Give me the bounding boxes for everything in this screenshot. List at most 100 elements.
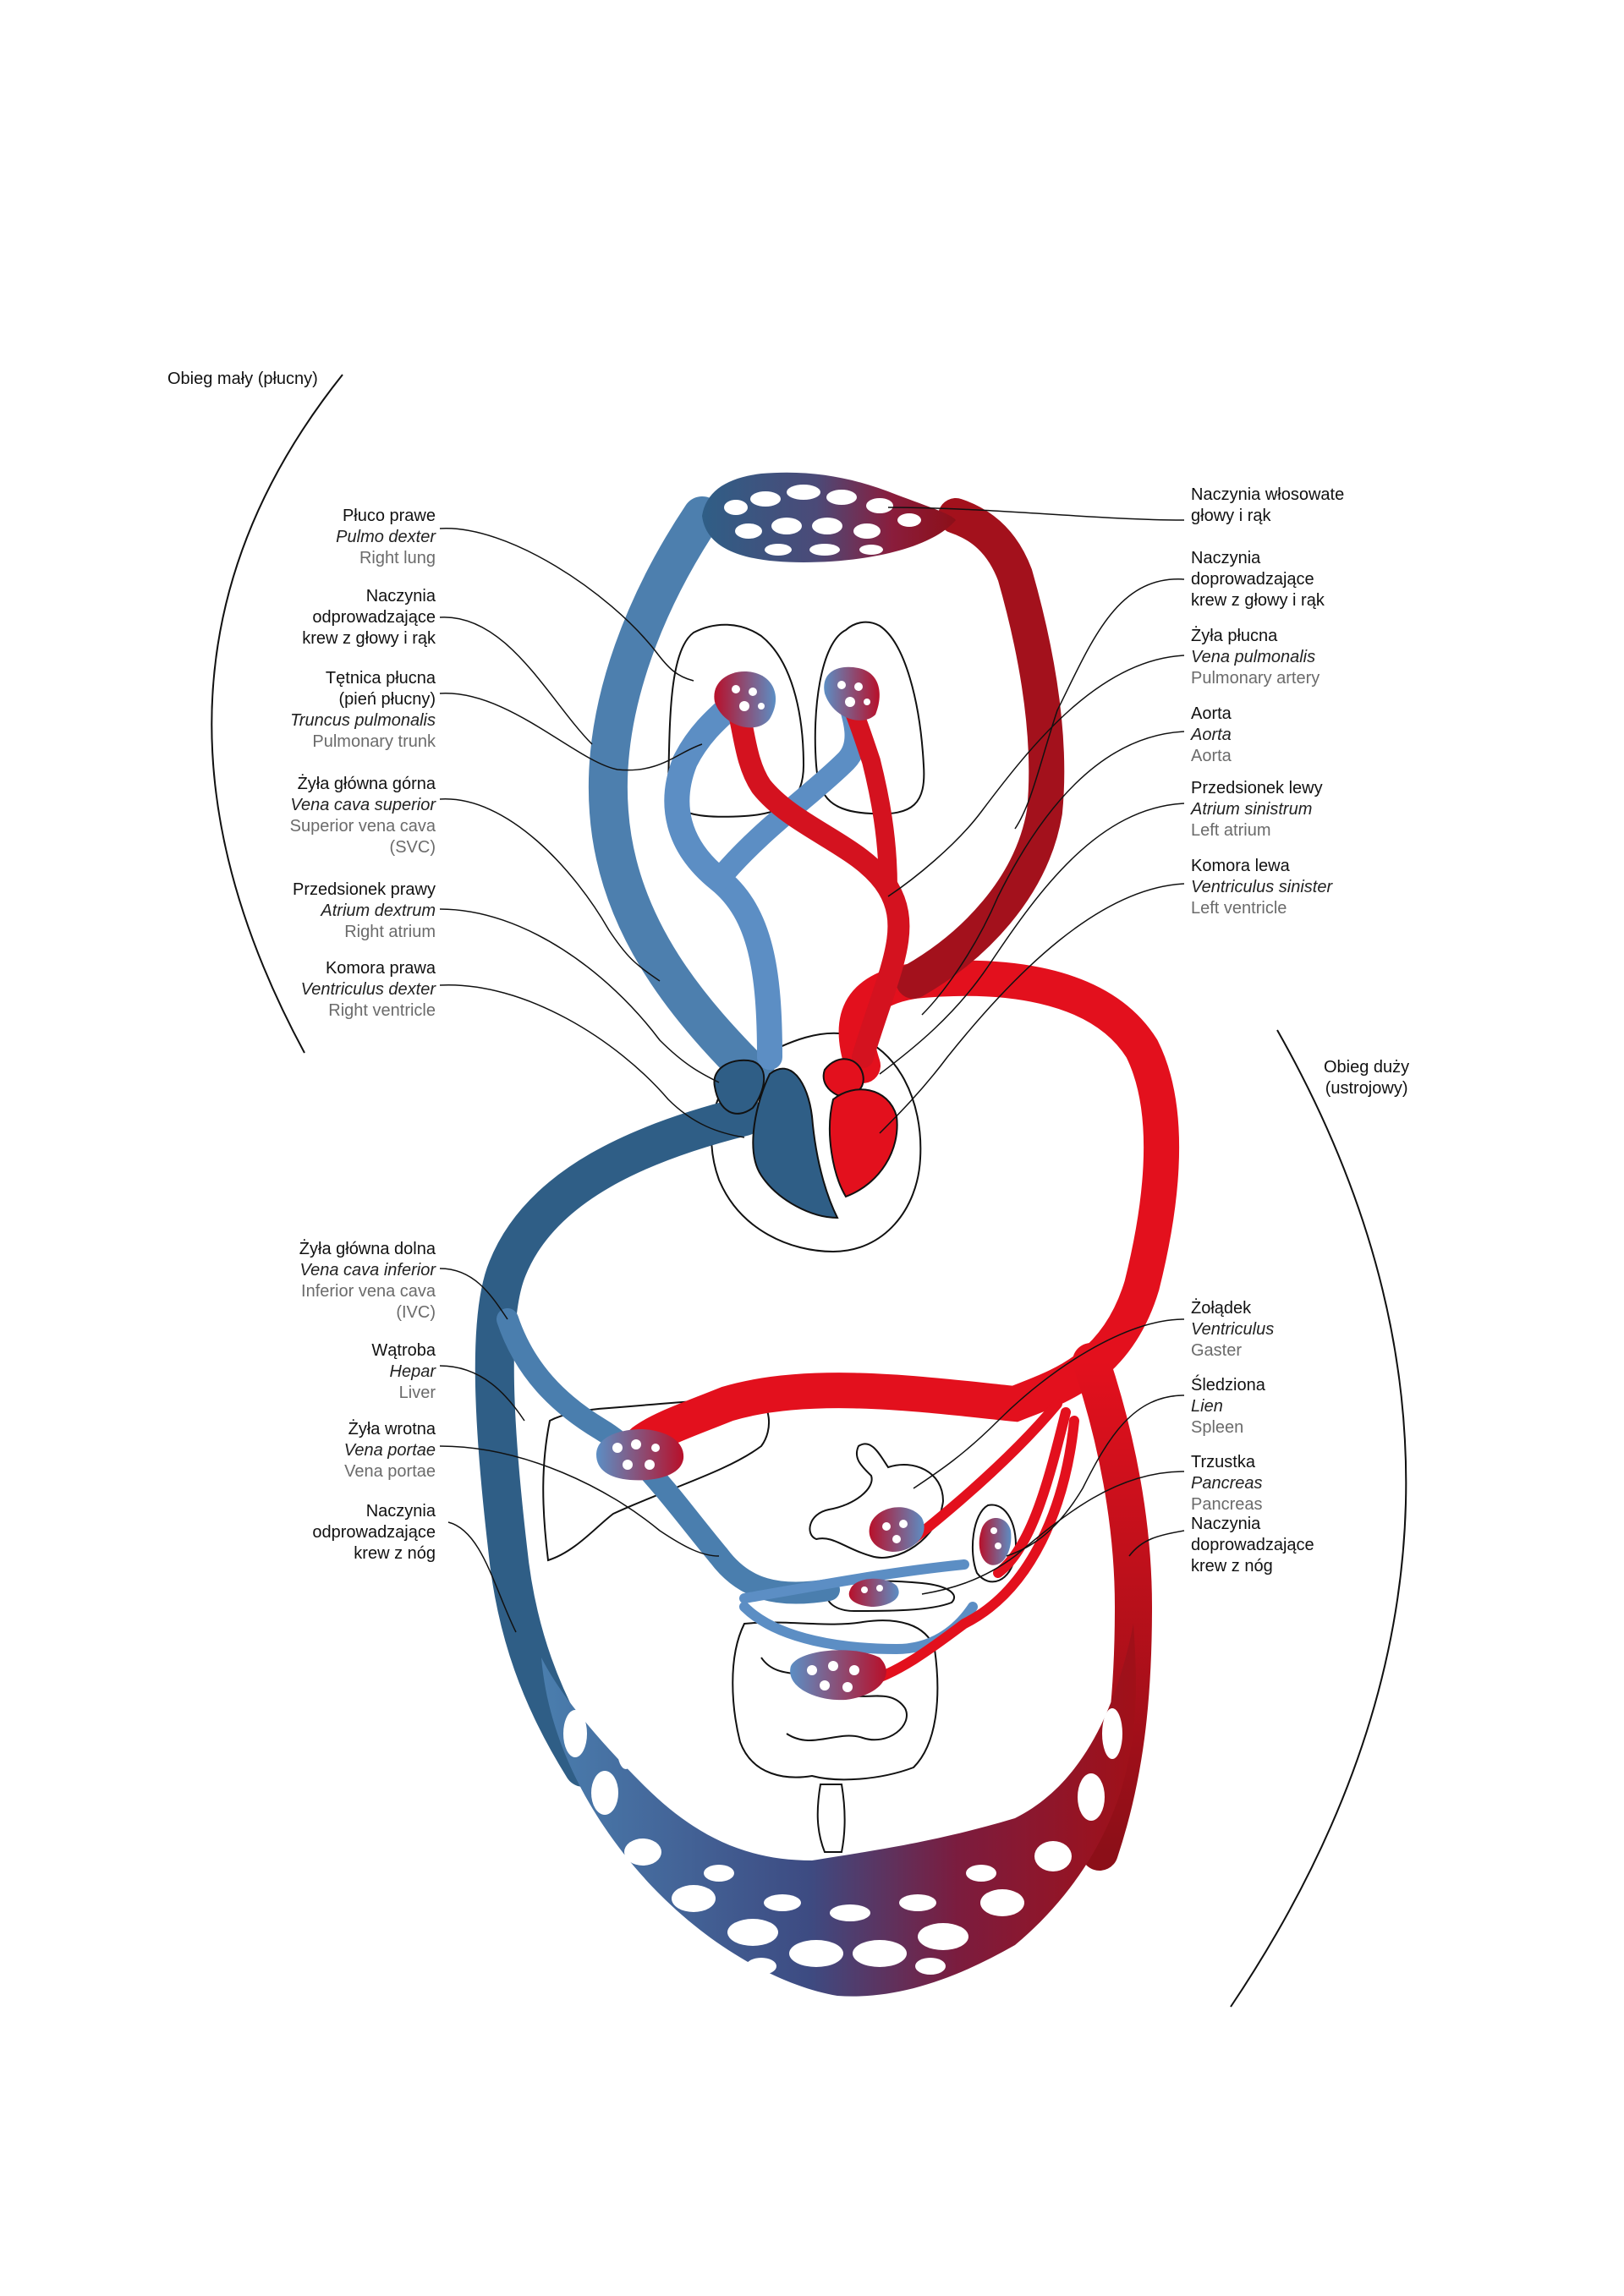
label-leg-arteries-polish: Naczynia bbox=[1191, 1515, 1261, 1533]
left-ventricle-chamber bbox=[829, 1088, 898, 1198]
stomach-capillaries bbox=[869, 1507, 924, 1552]
label-left-atrium-english: Left atrium bbox=[1191, 821, 1271, 840]
label-pulmonary-vein-latin: Vena pulmonalis bbox=[1191, 648, 1316, 666]
label-right-atrium-english: Right atrium bbox=[344, 923, 436, 941]
label-head-veins-polish: Naczynia bbox=[365, 587, 436, 606]
label-ivc-english: Inferior vena cava bbox=[301, 1282, 436, 1301]
label-left-atrium-polish: Przedsionek lewy bbox=[1191, 779, 1323, 797]
label-spleen-english: Spleen bbox=[1191, 1418, 1244, 1437]
liver-capillaries bbox=[596, 1429, 684, 1481]
label-right-ventricle-english: Right ventricle bbox=[328, 1001, 436, 1020]
right-atrium-chamber bbox=[713, 1059, 765, 1115]
systemic-circuit-arc bbox=[1230, 1029, 1407, 2008]
label-pulmonary-trunk: Tętnica płucna(pień płucny)Truncus pulmo… bbox=[97, 668, 436, 753]
label-leg-arteries-polish: doprowadzające bbox=[1191, 1536, 1314, 1554]
label-aorta-polish: Aorta bbox=[1191, 704, 1232, 723]
right-lung-capillaries bbox=[714, 671, 776, 728]
pulmonary-circuit-label: Obieg mały (płucny) bbox=[167, 370, 318, 388]
label-ivc-latin: Vena cava inferior bbox=[299, 1261, 436, 1280]
label-pulmonary-vein-polish: Żyła płucna bbox=[1191, 627, 1278, 645]
systemic-circuit-label-line-2: (ustrojowy) bbox=[1325, 1079, 1408, 1098]
vena-cava-superior bbox=[589, 496, 776, 1098]
label-head-veins-polish: odprowadzające bbox=[312, 608, 436, 627]
label-right-lung-latin: Pulmo dexter bbox=[336, 528, 436, 546]
label-pancreas-english: Pancreas bbox=[1191, 1495, 1263, 1514]
label-ivc-polish: Żyła główna dolna bbox=[299, 1240, 436, 1258]
label-liver-latin: Hepar bbox=[389, 1362, 436, 1381]
label-leg-veins-polish: Naczynia bbox=[365, 1502, 436, 1521]
label-right-ventricle-latin: Ventriculus dexter bbox=[300, 980, 436, 999]
label-head-arteries-polish: doprowadzające bbox=[1191, 570, 1314, 589]
spleen-capillaries bbox=[979, 1518, 1012, 1565]
label-head-arteries-polish: krew z głowy i rąk bbox=[1191, 591, 1325, 610]
label-right-lung-polish: Płuco prawe bbox=[342, 507, 436, 525]
label-svc-english: Superior vena cava bbox=[289, 817, 436, 836]
label-liver-polish: Wątroba bbox=[371, 1341, 436, 1360]
label-left-ventricle-latin: Ventriculus sinister bbox=[1191, 878, 1333, 896]
label-svc-polish: Żyła główna górna bbox=[297, 775, 436, 793]
pulmonary-circuit-arc bbox=[211, 374, 343, 1054]
label-leg-veins-polish: krew z nóg bbox=[354, 1544, 436, 1563]
systemic-circuit-label-line-1: Obieg duży bbox=[1324, 1058, 1410, 1077]
label-leg-veins: Naczynia odprowadzające krew z nóg bbox=[97, 1501, 436, 1564]
label-ivc-english: (IVC) bbox=[396, 1303, 436, 1322]
label-stomach-polish: Żołądek bbox=[1191, 1299, 1252, 1318]
label-aorta-english: Aorta bbox=[1191, 747, 1232, 765]
abdominal-arteries bbox=[858, 1399, 1079, 1688]
stomach-outline bbox=[809, 1443, 945, 1559]
liver-outline bbox=[542, 1395, 771, 1562]
label-portal-vein-english: Vena portae bbox=[344, 1462, 436, 1481]
label-pulmonary-vein-english: Pulmonary artery bbox=[1191, 669, 1320, 688]
label-pulmonary-trunk-english: Pulmonary trunk bbox=[312, 732, 436, 751]
left-lung-capillaries bbox=[824, 666, 880, 721]
label-right-atrium-latin: Atrium dextrum bbox=[321, 901, 436, 920]
label-leg-arteries-polish: krew z nóg bbox=[1191, 1557, 1273, 1575]
label-svc-english: (SVC) bbox=[389, 838, 436, 857]
systemic-circuit-label: Obieg duży (ustrojowy) bbox=[1324, 1057, 1409, 1099]
label-aorta-latin: Aorta bbox=[1191, 726, 1232, 744]
label-leg-veins-polish: odprowadzające bbox=[312, 1523, 436, 1542]
intestine-capillaries bbox=[790, 1650, 886, 1701]
label-pulmonary-trunk-latin: Truncus pulmonalis bbox=[290, 711, 436, 730]
label-left-ventricle-english: Left ventricle bbox=[1191, 899, 1287, 918]
label-stomach-latin: Ventriculus bbox=[1191, 1320, 1275, 1339]
label-head-arteries-polish: Naczynia bbox=[1191, 549, 1261, 567]
label-left-ventricle-polish: Komora lewa bbox=[1191, 857, 1290, 875]
label-stomach-english: Gaster bbox=[1191, 1341, 1243, 1360]
label-svc-latin: Vena cava superior bbox=[290, 796, 436, 814]
head-capillary-bed bbox=[702, 472, 956, 562]
label-liver-english: Liver bbox=[398, 1384, 436, 1402]
vena-cava-inferior bbox=[475, 1097, 764, 1787]
right-ventricle-chamber bbox=[752, 1067, 839, 1219]
label-leg-arteries: Naczynia doprowadzające krew z nóg bbox=[1191, 1514, 1529, 1577]
leader-lines bbox=[439, 507, 1185, 1633]
label-right-atrium-polish: Przedsionek prawy bbox=[293, 880, 436, 899]
label-head-capillaries-polish: Naczynia włosowate bbox=[1191, 485, 1345, 504]
label-pancreas-latin: Pancreas bbox=[1191, 1474, 1263, 1493]
label-spleen-latin: Lien bbox=[1191, 1397, 1223, 1416]
label-portal-vein-latin: Vena portae bbox=[343, 1441, 436, 1460]
label-spleen-polish: Śledziona bbox=[1191, 1376, 1265, 1395]
label-pancreas-polish: Trzustka bbox=[1191, 1453, 1255, 1471]
label-right-lung-english: Right lung bbox=[359, 549, 436, 567]
label-head-arteries: Naczynia doprowadzające krew z głowy i rąk bbox=[1191, 548, 1529, 611]
label-pulmonary-trunk-polish: Tętnica płucna bbox=[325, 669, 436, 688]
